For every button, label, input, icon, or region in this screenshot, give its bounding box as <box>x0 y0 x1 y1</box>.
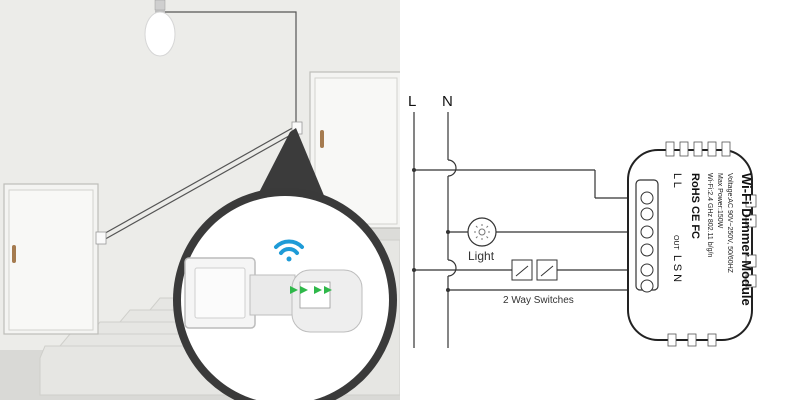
signal-arrows <box>290 286 332 294</box>
module-wifi-spec: Wi-Fi:2.4 GHz 802.11 b/g/n <box>706 173 713 257</box>
line-label-n: N <box>442 93 453 110</box>
dimmer-module-mini <box>299 281 331 309</box>
wiring <box>99 11 297 243</box>
module-body <box>249 274 296 316</box>
wires <box>413 112 638 348</box>
door-handle <box>12 245 16 263</box>
lower-door <box>3 183 99 335</box>
terminal-screws <box>640 191 654 293</box>
wiring-schematic: L N <box>400 0 800 400</box>
module-terminal-out: OUT <box>672 235 679 251</box>
junction-dots <box>412 168 450 292</box>
wifi-icon <box>274 239 304 262</box>
module-terminal-labels-side: L S N <box>671 255 683 282</box>
light-label: Light <box>468 249 495 263</box>
magnified-detail <box>173 188 397 400</box>
light-bulb-icon <box>144 0 176 57</box>
module-voltage: Voltage:AC 90V~250V, 50/60HZ <box>726 173 733 274</box>
lower-switch <box>95 231 107 245</box>
module-title: Wi-Fi Dimmer Module <box>739 173 754 306</box>
dimmer-module: Wi-Fi Dimmer Module Voltage:AC 90V~250V,… <box>627 141 757 347</box>
light-bulb-icon <box>467 217 497 247</box>
module-terminal-labels-top: L L <box>671 173 683 188</box>
door-handle <box>320 130 324 148</box>
installation-illustration <box>0 0 400 400</box>
switches-label: 2 Way Switches <box>503 295 574 306</box>
two-way-switch-icon <box>511 259 558 281</box>
line-label-l: L <box>408 93 416 110</box>
module-certification-marks: RoHS CE FC <box>689 173 701 239</box>
module-max-power: Max Power:150W <box>716 173 723 229</box>
